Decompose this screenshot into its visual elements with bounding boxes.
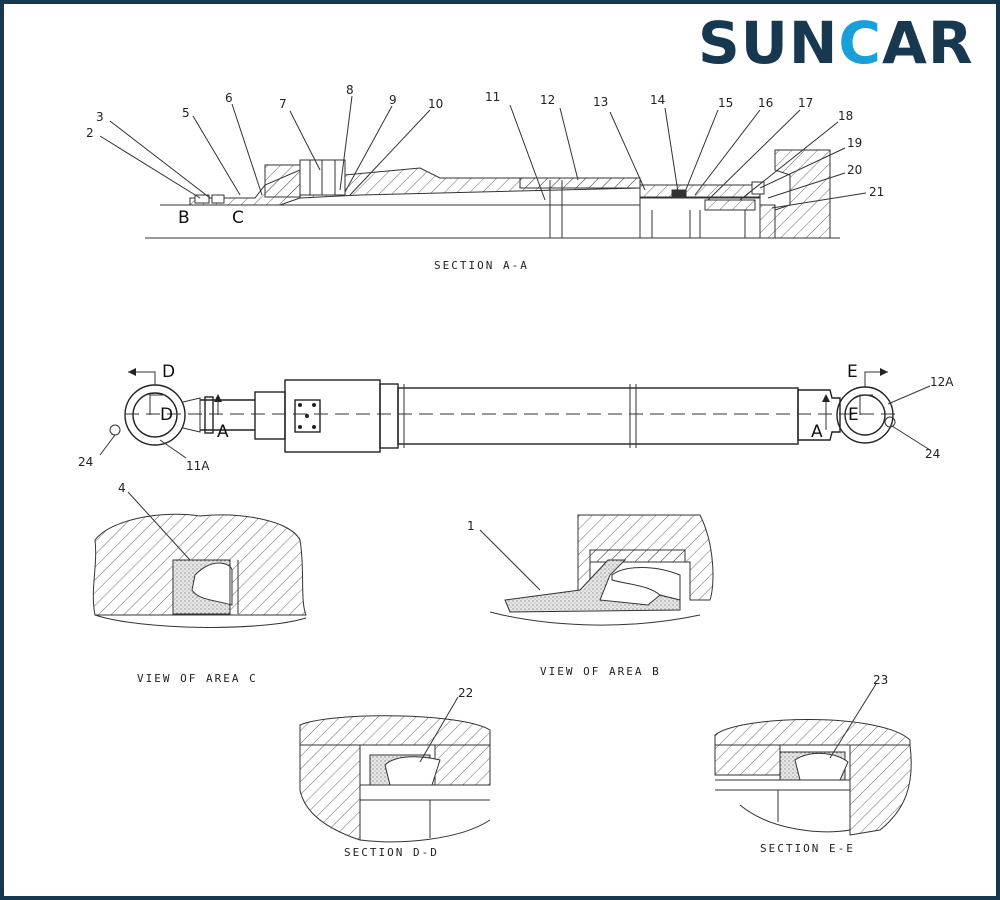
callout-14: 14 xyxy=(650,93,665,107)
callout-9: 9 xyxy=(389,93,397,107)
callout-15: 15 xyxy=(718,96,733,110)
marker-d: D xyxy=(162,362,175,382)
label-12a: 12A xyxy=(930,375,954,389)
callout-13: 13 xyxy=(593,95,608,109)
assembly-labels: D E D E A A 11A 12A 24 24 xyxy=(78,362,954,473)
view-c-caption: VIEW OF AREA C xyxy=(137,672,258,685)
circle-d-letter: D xyxy=(160,405,173,425)
marker-e: E xyxy=(847,362,858,382)
logo-text-c: C xyxy=(838,9,882,77)
label-24-left: 24 xyxy=(78,455,93,469)
section-aa-callouts: 2 3 5 6 7 8 9 10 11 12 13 14 15 16 17 18… xyxy=(86,83,884,272)
section-aa xyxy=(145,149,840,239)
section-dd-callout-22: 22 xyxy=(458,686,473,700)
view-area-c: 4 VIEW OF AREA C xyxy=(92,481,307,685)
view-b-caption: VIEW OF AREA B xyxy=(540,665,661,678)
label-24-right: 24 xyxy=(925,447,940,461)
label-11a: 11A xyxy=(186,459,210,473)
section-dd: 22 SECTION D-D xyxy=(299,686,491,859)
marker-a-right: A xyxy=(811,422,823,442)
letter-c: C xyxy=(232,208,244,228)
section-dd-caption: SECTION D-D xyxy=(344,846,439,859)
logo-text-sun: SUN xyxy=(698,9,839,77)
callout-11: 11 xyxy=(485,90,500,104)
callout-19: 19 xyxy=(847,136,862,150)
callout-12: 12 xyxy=(540,93,555,107)
circle-e-letter: E xyxy=(848,405,859,425)
callout-3: 3 xyxy=(96,110,104,124)
section-ee: 23 SECTION E-E xyxy=(714,673,912,855)
callout-17: 17 xyxy=(798,96,813,110)
callout-5: 5 xyxy=(182,106,190,120)
callout-7: 7 xyxy=(279,97,287,111)
view-area-b: 1 VIEW OF AREA B xyxy=(467,514,714,678)
callout-8: 8 xyxy=(346,83,354,97)
callout-10: 10 xyxy=(428,97,443,111)
callout-18: 18 xyxy=(838,109,853,123)
view-c-callout-4: 4 xyxy=(118,481,126,495)
marker-a-left: A xyxy=(217,422,229,442)
suncar-logo: SUNCAR xyxy=(698,10,998,76)
callout-2: 2 xyxy=(86,126,94,140)
section-aa-leaders xyxy=(99,95,867,209)
logo-text-ar: AR xyxy=(882,9,974,77)
section-ee-callout-23: 23 xyxy=(873,673,888,687)
callout-21: 21 xyxy=(869,185,884,199)
view-b-callout-1: 1 xyxy=(467,519,475,533)
letter-b: B xyxy=(178,208,190,228)
callout-6: 6 xyxy=(225,91,233,105)
section-ee-caption: SECTION E-E xyxy=(760,842,855,855)
section-aa-caption: SECTION A-A xyxy=(434,259,529,272)
callout-16: 16 xyxy=(758,96,773,110)
callout-20: 20 xyxy=(847,163,862,177)
cylinder-assembly xyxy=(99,368,931,459)
